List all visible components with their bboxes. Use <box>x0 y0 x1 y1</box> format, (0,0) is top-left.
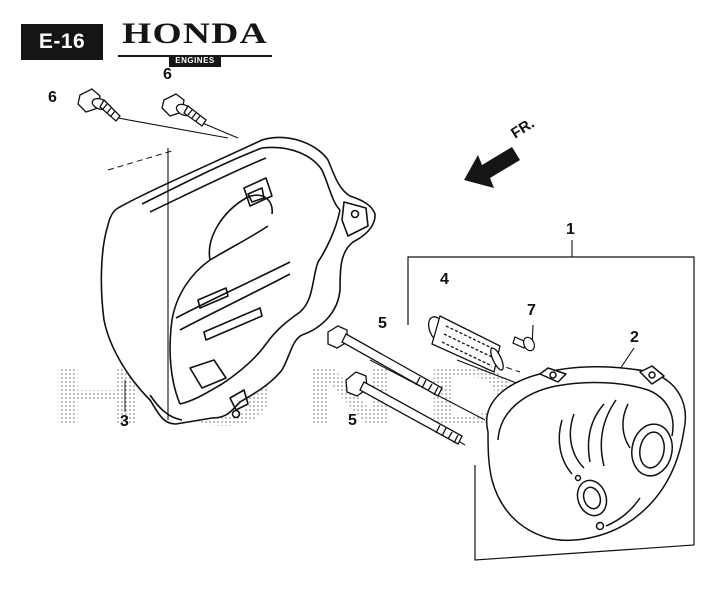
spark-arrester <box>427 315 504 373</box>
tapping-screw <box>512 336 536 352</box>
callout-7: 7 <box>527 302 536 319</box>
brand-logo: HONDA ENGINES <box>116 19 274 67</box>
long-bolt-5a <box>327 325 443 397</box>
brand-bar: ENGINES <box>116 50 274 67</box>
callout-1: 1 <box>566 221 575 238</box>
muffler-protector <box>100 136 376 425</box>
callout-6b: 6 <box>163 66 172 83</box>
callout-5b: 5 <box>348 412 357 429</box>
brand-subtitle: ENGINES <box>169 55 221 67</box>
callout-4: 4 <box>440 271 449 288</box>
brand-name: HONDA <box>122 17 268 50</box>
page-code-badge: E-16 <box>21 24 103 60</box>
muffler <box>485 365 687 541</box>
long-bolt-5b <box>345 371 463 445</box>
callout-5a: 5 <box>378 315 387 332</box>
callout-3: 3 <box>120 413 129 430</box>
muffler-assembly-frame <box>407 256 695 561</box>
front-direction-arrow-icon <box>464 147 520 188</box>
flange-bolt-6b <box>161 93 207 127</box>
callout-6a: 6 <box>48 89 57 106</box>
callout-2: 2 <box>630 329 639 346</box>
flange-bolt-6a <box>77 88 121 122</box>
